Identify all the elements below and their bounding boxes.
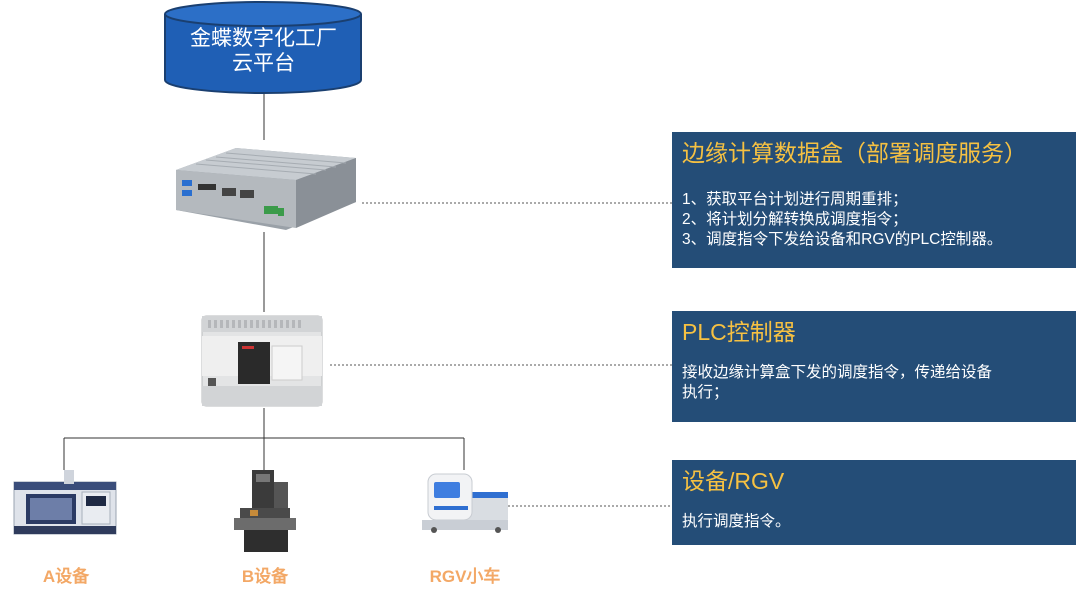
device-a-image [12,470,118,538]
cloud-platform-line2: 云平台 [165,51,362,76]
plc-panel-item: 执行； [682,383,1066,403]
plc-panel-title: PLC控制器 [682,317,1066,347]
device-panel: 设备/RGV 执行调度指令。 [672,460,1076,545]
edge-computing-box-image [166,140,362,234]
plc-panel-body: 接收边缘计算盒下发的调度指令，传递给设备 执行； [682,363,1066,403]
edge-panel-item: 2、将计划分解转换成调度指令； [682,210,1066,230]
device-a-label: A设备 [6,562,126,587]
plc-controller-image [198,312,326,410]
device-panel-title: 设备/RGV [682,466,1066,496]
device-panel-body: 执行调度指令。 [682,512,1066,532]
plc-panel: PLC控制器 接收边缘计算盒下发的调度指令，传递给设备 执行； [672,311,1076,422]
edge-panel-body: 1、获取平台计划进行周期重排； 2、将计划分解转换成调度指令； 3、调度指令下发… [682,190,1066,250]
edge-panel-item: 1、获取平台计划进行周期重排； [682,190,1066,210]
cloud-platform-line1: 金蝶数字化工厂 [165,26,362,51]
rgv-cart-label: RGV小车 [405,562,525,587]
device-b-label: B设备 [205,562,325,587]
edge-computing-panel: 边缘计算数据盒（部署调度服务） 1、获取平台计划进行周期重排； 2、将计划分解转… [672,132,1076,268]
rgv-cart-image [418,470,510,534]
plc-panel-item: 接收边缘计算盒下发的调度指令，传递给设备 [682,363,1066,383]
device-b-image [230,468,302,556]
edge-panel-item: 3、调度指令下发给设备和RGV的PLC控制器。 [682,230,1066,250]
edge-panel-title: 边缘计算数据盒（部署调度服务） [682,138,1066,168]
device-panel-item: 执行调度指令。 [682,512,1066,532]
cloud-platform-label: 金蝶数字化工厂 云平台 [165,26,362,76]
